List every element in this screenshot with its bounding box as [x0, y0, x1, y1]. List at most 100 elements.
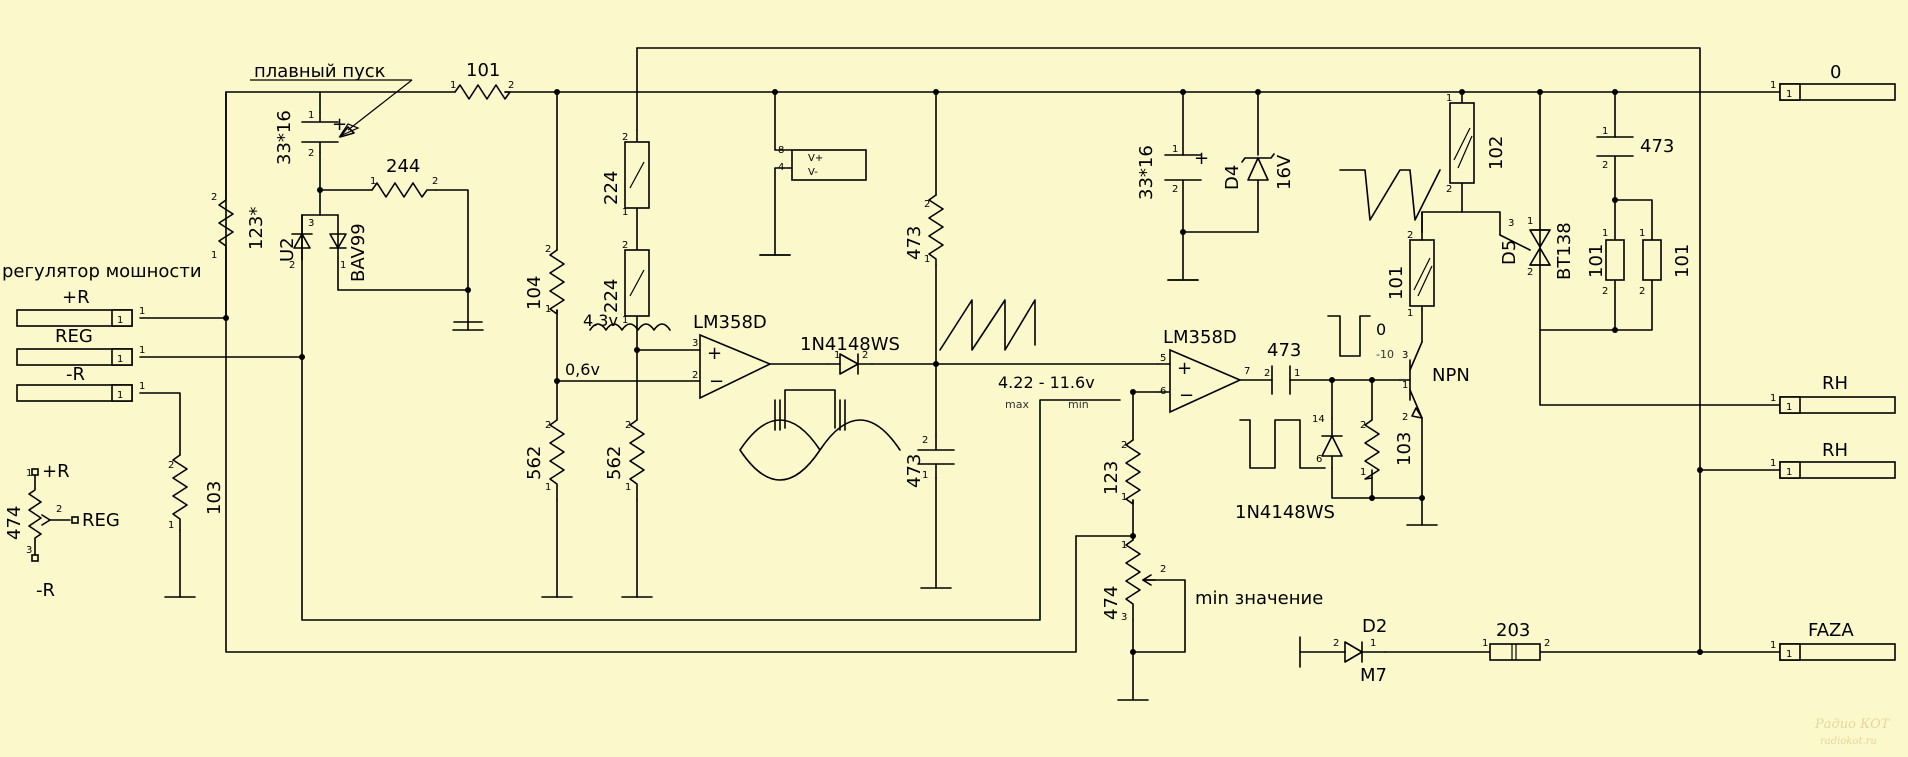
- resistor-103-left: 2 1 103: [168, 454, 225, 531]
- pin-label: 2: [625, 420, 631, 431]
- pin-label: 2: [1602, 286, 1608, 297]
- d-1n4148-a-label: 1N4148WS: [800, 334, 900, 355]
- pin-label: 2: [622, 240, 628, 251]
- pin-label: 1: [139, 306, 145, 317]
- r-203-label: 203: [1496, 620, 1530, 641]
- pot-reg-label: REG: [82, 510, 120, 531]
- pin-label: 1: [1602, 126, 1608, 137]
- c-473-mid-label: 473: [904, 454, 925, 488]
- minus-sign: −: [709, 371, 724, 392]
- resistor-224-a: 2 1 224: [601, 132, 650, 218]
- spike-waveform: [1339, 169, 1441, 221]
- d4-label: D4: [1222, 165, 1243, 190]
- pin-label: 1: [1446, 93, 1452, 104]
- c-473-coupling-label: 473: [1267, 340, 1301, 361]
- vminus-label: V-: [808, 167, 818, 178]
- r-123-star-label: 123*: [246, 207, 267, 250]
- pin-label: 1: [625, 482, 631, 493]
- pin-label: 1: [117, 390, 123, 401]
- capacitor-473-coupling: 2 1 473: [1264, 340, 1301, 395]
- connector-plus-r[interactable]: 1 1: [16, 306, 145, 327]
- r-103-left-label: 103: [204, 481, 225, 515]
- op2-label: LM358D: [1163, 327, 1237, 348]
- pin-label: 1: [545, 304, 551, 315]
- power-regulator-label: регулятор мошности: [2, 261, 202, 282]
- m7-label: M7: [1360, 665, 1387, 686]
- plus-sign: +: [1177, 358, 1192, 379]
- plus-sign: +: [332, 114, 347, 135]
- pin-label: 14: [1312, 414, 1325, 425]
- zener-d4: D4 16V: [1222, 153, 1295, 190]
- pin-label: 7: [1244, 366, 1250, 377]
- pin-label: 1: [26, 468, 32, 479]
- pin-label: 1: [450, 80, 456, 91]
- pin-label: 2: [862, 350, 868, 361]
- pin-label: 1: [1786, 467, 1792, 478]
- c-33x16-left-label: 33*16: [274, 110, 295, 165]
- r-101-top-label: 101: [466, 60, 500, 81]
- pin-label: 2: [924, 199, 930, 210]
- connector-reg[interactable]: 1 1: [16, 345, 145, 366]
- resistor-473-mid: 2 1 473: [904, 194, 944, 266]
- opamp-lm358d-1: + − 3 2 LM358D: [692, 312, 772, 400]
- c-473-right-label: 473: [1640, 136, 1674, 157]
- pin-label: 2: [1264, 368, 1270, 379]
- pin-label: 3: [26, 545, 32, 556]
- wires: [139, 47, 1781, 701]
- pin-label: 2: [1639, 286, 1645, 297]
- watermark-site: radiokot.ru: [1820, 736, 1877, 747]
- resistor-224-b: 2 1 224: [601, 240, 650, 326]
- pin-label: 1: [622, 315, 628, 326]
- pin-label: 1: [1402, 380, 1408, 391]
- pin-label: 3: [692, 338, 698, 349]
- diode-bav99: 3 2 1 U2 BAV99: [277, 214, 369, 282]
- sawtooth-waveform: [939, 299, 1036, 351]
- plus-r-label: +R: [62, 287, 90, 308]
- pot-474-mid-label: 474: [1101, 586, 1122, 620]
- connector-zero[interactable]: 1 1 0: [1770, 62, 1896, 101]
- connector-zero-label: 0: [1830, 62, 1841, 83]
- voltage-0-6v: 0,6v: [565, 360, 600, 379]
- pin-label: 1: [1786, 649, 1792, 660]
- transistor-npn: 3 1 2 NPN: [1402, 341, 1470, 423]
- r-101-mid-label: 101: [1386, 266, 1407, 300]
- pin-label: 1: [1770, 640, 1776, 651]
- pin-label: 2: [1121, 440, 1127, 451]
- pin-label: 2: [211, 192, 217, 203]
- pin-label: 2: [1360, 420, 1366, 431]
- pin-label: 1: [168, 520, 174, 531]
- pin-label: 1: [340, 260, 346, 271]
- resistor-123-mid: 2 1 123: [1101, 439, 1141, 505]
- r-562-b-label: 562: [604, 446, 625, 480]
- connector-rh-2[interactable]: 1 1 RH: [1770, 440, 1896, 479]
- pin-label: 1: [117, 315, 123, 326]
- comparator-waveform: [739, 389, 901, 481]
- pin-label: 2: [1407, 230, 1413, 241]
- pin-label: 6: [1316, 454, 1322, 465]
- pin-label: 1: [1770, 458, 1776, 469]
- r-473-mid-label: 473: [904, 226, 925, 260]
- voltage-4-3v: 4.3v: [583, 311, 618, 330]
- pin-label: 2: [692, 370, 698, 381]
- soft-start-arrow-head: [339, 126, 355, 138]
- pin-label: 2: [1402, 412, 1408, 423]
- watermark-title: Радио КОТ: [1814, 717, 1891, 732]
- pin-label: 1: [922, 470, 928, 481]
- connector-minus-r[interactable]: 1 1: [16, 381, 145, 402]
- pin-label: 1: [834, 350, 840, 361]
- pin-label: 1: [1294, 368, 1300, 379]
- half-wave-mini: [589, 323, 671, 331]
- pin-label: 1: [308, 110, 314, 121]
- reg-label: REG: [55, 326, 93, 347]
- connector-faza[interactable]: 1 1 FAZA: [1770, 620, 1896, 661]
- diode-d2-m7: 2 1 D2 M7: [1333, 616, 1387, 686]
- connector-rh-2-label: RH: [1822, 440, 1848, 461]
- soft-start-label: плавный пуск: [254, 61, 386, 82]
- connector-rh-1[interactable]: 1 1 RH: [1770, 373, 1896, 414]
- connector-faza-label: FAZA: [1808, 620, 1854, 641]
- pin-label: 1: [1770, 80, 1776, 91]
- r-562-a-label: 562: [524, 446, 545, 480]
- pot-474-mid[interactable]: 1 2 3 474: [1101, 539, 1166, 623]
- pin-label: 1: [1121, 492, 1127, 503]
- r-101-r2-label: 101: [1672, 244, 1693, 278]
